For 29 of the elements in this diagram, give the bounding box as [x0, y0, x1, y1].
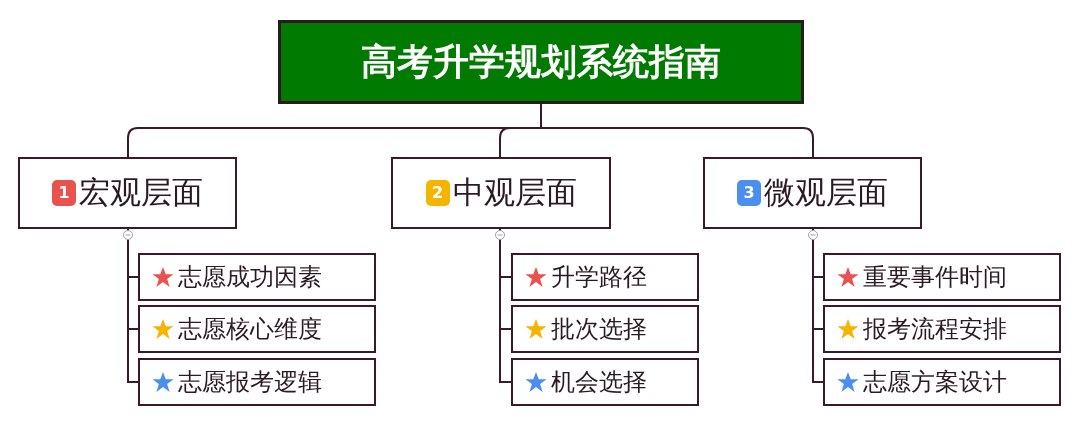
subtopic-box	[511, 358, 699, 406]
subtopic-label: 志愿核心维度	[178, 314, 322, 345]
root-topic-label: 高考升学规划系统指南	[361, 39, 721, 84]
topic-box	[703, 157, 922, 229]
subtopic-box	[823, 358, 1061, 406]
subtopic-box	[823, 253, 1061, 301]
subtopic-label: 机会选择	[551, 367, 647, 398]
subtopic-label: 升学路径	[551, 262, 647, 293]
subtopic-label: 志愿报考逻辑	[178, 367, 322, 398]
number-badge: 2	[425, 180, 450, 206]
subtopic-box	[138, 305, 376, 353]
subtopic-label: 重要事件时间	[863, 262, 1007, 293]
title-box	[278, 20, 804, 104]
topic-label: 中观层面	[452, 173, 577, 212]
subtopic-label: 志愿成功因素	[178, 262, 322, 293]
topic-label: 微观层面	[764, 173, 888, 212]
subtopic-box	[138, 253, 376, 301]
subtopic-box	[138, 358, 376, 406]
subtopic-label: 报考流程安排	[863, 314, 1007, 345]
subtopic-label: 批次选择	[551, 314, 647, 345]
topic-label: 宏观层面	[79, 173, 203, 212]
subtopic-box	[511, 305, 699, 353]
topic-box	[18, 157, 237, 229]
subtopic-box	[823, 305, 1061, 353]
topic-box	[391, 157, 611, 229]
subtopic-label: 志愿方案设计	[863, 367, 1007, 398]
number-badge: 3	[737, 180, 761, 206]
number-badge: 1	[52, 180, 76, 206]
subtopic-box	[511, 253, 699, 301]
